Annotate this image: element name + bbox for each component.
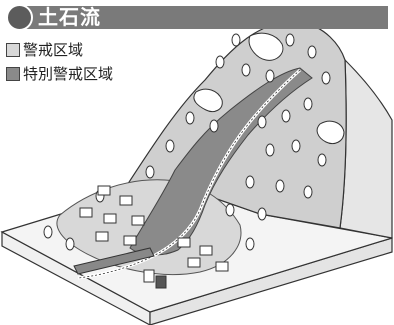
houses — [79, 185, 229, 272]
tree — [307, 45, 317, 59]
house — [119, 195, 133, 206]
tree — [303, 97, 313, 111]
tree — [265, 143, 275, 157]
structure — [143, 269, 155, 283]
tree — [321, 71, 331, 85]
tree — [165, 139, 175, 153]
tree — [241, 63, 251, 77]
house — [199, 245, 213, 256]
tree — [245, 175, 255, 189]
title-banner: 土石流 — [6, 4, 388, 31]
trees — [43, 33, 331, 251]
tree — [317, 153, 327, 167]
title-bar — [20, 6, 388, 29]
tree — [257, 115, 267, 129]
house — [131, 215, 145, 226]
legend: 警戒区域 特別警戒区域 — [6, 40, 113, 88]
tree — [245, 237, 255, 251]
house — [187, 257, 201, 268]
house — [97, 185, 111, 196]
road — [73, 247, 155, 275]
small-structures — [143, 269, 167, 289]
debris-flow-mid — [193, 88, 223, 113]
house — [177, 237, 191, 248]
tree — [43, 225, 53, 239]
tree — [231, 33, 241, 47]
tree — [285, 33, 295, 47]
house — [123, 235, 137, 246]
house — [215, 261, 229, 272]
tree — [257, 207, 267, 221]
tree — [215, 55, 225, 69]
tree — [65, 237, 75, 251]
tree — [303, 185, 313, 199]
debris-flow-top — [248, 32, 284, 61]
house — [95, 231, 109, 242]
legend-swatch-special-warning — [6, 67, 20, 81]
house — [103, 213, 117, 224]
tree — [275, 179, 285, 193]
tree — [209, 119, 219, 133]
tree — [225, 203, 235, 217]
legend-swatch-warning — [6, 43, 20, 57]
tree — [145, 165, 155, 179]
tree — [291, 139, 301, 153]
stream-channel-outline — [77, 69, 301, 279]
title-circle-icon — [6, 4, 33, 31]
tree — [265, 69, 275, 83]
tree — [185, 111, 195, 125]
special-warning-area — [129, 67, 313, 256]
structure — [155, 275, 167, 289]
tree — [281, 109, 291, 123]
page-title: 土石流 — [38, 5, 101, 29]
legend-item-warning: 警戒区域 — [6, 40, 113, 60]
legend-label-special-warning: 特別警戒区域 — [23, 65, 114, 83]
debris-flow-tops — [193, 32, 345, 145]
legend-label-warning: 警戒区域 — [23, 41, 84, 59]
house — [79, 207, 93, 218]
debris-flow-right — [316, 120, 345, 145]
legend-item-special-warning: 特別警戒区域 — [6, 64, 113, 84]
mountain-side-face — [339, 58, 393, 239]
